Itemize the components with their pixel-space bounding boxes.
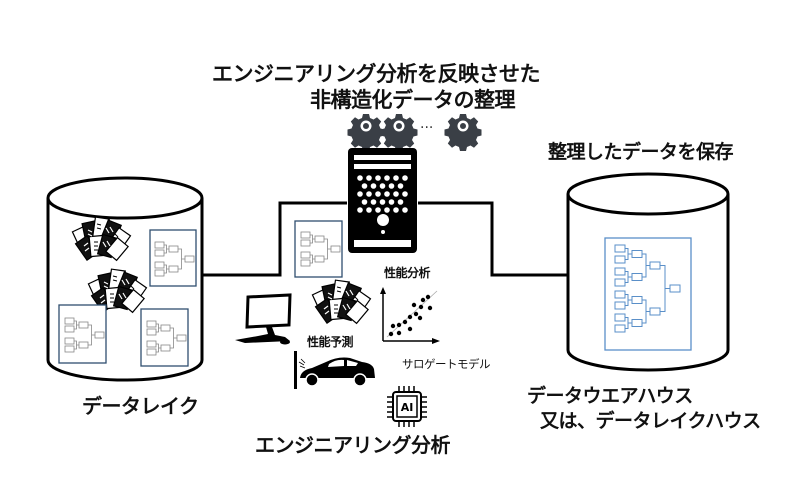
server-grille-dot — [366, 207, 372, 213]
scatter-plot-icon — [380, 287, 440, 344]
scatter-point — [425, 294, 431, 300]
gears-ellipsis: ··· — [420, 120, 433, 136]
warehouse-header: 整理したデータを保存 — [548, 141, 734, 163]
tree-node — [631, 273, 643, 281]
connector-lines — [201, 201, 568, 277]
server-grille-dot — [361, 183, 368, 189]
structured-doc-large-icon — [604, 237, 692, 351]
server-grille-dot — [357, 191, 363, 197]
scatter-point — [396, 322, 402, 328]
scatter-point — [420, 297, 426, 303]
server-icon — [348, 148, 417, 253]
scatter-point — [407, 326, 413, 332]
scatter-point — [411, 302, 417, 308]
scatter-point — [402, 319, 408, 325]
tree-node — [614, 244, 626, 253]
tree-node — [649, 261, 661, 270]
car-crash-icon — [294, 351, 375, 389]
engineering-analysis-cluster: AI — [235, 279, 440, 427]
gear-icon — [347, 114, 385, 151]
computer-icon — [235, 293, 292, 345]
server-grille-dot — [388, 183, 395, 189]
server-grille-dot — [384, 175, 390, 181]
tree-node — [614, 324, 626, 333]
ai-chip-icon: AI — [387, 386, 427, 427]
warehouse-label-line-1: データウエアハウス — [527, 385, 693, 407]
server-grille-dot — [379, 199, 386, 205]
ai-chip-label: AI — [401, 401, 414, 414]
tree-node — [631, 319, 643, 327]
structured-doc-icon — [149, 229, 197, 287]
server-grille-dot — [375, 191, 381, 197]
server-grille-dot — [402, 207, 408, 213]
tree-node — [614, 313, 626, 322]
gears-row: ··· — [347, 114, 482, 151]
warehouse-cylinder — [566, 172, 730, 372]
gear-icon — [380, 114, 418, 151]
connector-right — [418, 201, 568, 277]
tree-node — [669, 284, 681, 293]
tree-node — [614, 301, 626, 310]
unstructured-documents-icon — [311, 279, 372, 324]
server-grille-dot — [397, 199, 404, 205]
server-grille-dot — [370, 183, 377, 189]
scatter-point — [396, 330, 402, 336]
server-grille-dot — [388, 199, 395, 205]
tree-node — [631, 250, 643, 258]
tree-node — [614, 255, 626, 264]
server-grille-dot — [375, 175, 381, 181]
scatter-point — [418, 304, 424, 310]
server-grille-dot — [357, 207, 363, 213]
server-grille-dot — [366, 175, 372, 181]
server-grille-dot — [379, 183, 386, 189]
connector-left — [201, 201, 347, 277]
server-grille-dot — [393, 191, 399, 197]
server-grille-dot — [393, 207, 399, 213]
performance-prediction-label: 性能予測 — [307, 335, 354, 349]
server-grille-dot — [402, 191, 408, 197]
scatter-point — [413, 311, 419, 317]
performance-analysis-label: 性能分析 — [384, 266, 431, 280]
tree-node — [614, 278, 626, 287]
scatter-point — [388, 331, 394, 337]
tree-node — [649, 307, 661, 316]
structured-doc-icon — [294, 220, 343, 278]
surrogate-model-label: サロゲートモデル — [402, 357, 491, 371]
server-grille-dot — [384, 207, 390, 213]
structured-doc-icon — [140, 308, 189, 367]
structured-doc-icon — [58, 304, 107, 364]
server-grille-dot — [375, 207, 381, 213]
scatter-point — [427, 305, 433, 311]
tree-node — [631, 296, 643, 304]
warehouse-label-line-2: 又は、データレイクハウス — [540, 410, 761, 432]
tree-node — [614, 267, 626, 276]
data-lake-cylinder — [46, 176, 204, 382]
server-grille-dot — [357, 175, 363, 181]
server-grille-dot — [370, 199, 377, 205]
gear-icon — [444, 114, 482, 151]
scatter-point — [407, 314, 413, 320]
server-grille-dot — [366, 191, 372, 197]
scatter-point — [417, 315, 423, 321]
data-lake-label: データレイク — [82, 394, 199, 418]
title-line-1: エンジニアリング分析を反映させた — [212, 62, 541, 86]
scatter-point — [390, 323, 396, 329]
server-grille-dot — [384, 191, 390, 197]
server-grille-dot — [397, 183, 404, 189]
engineering-analysis-label: エンジニアリング分析 — [255, 433, 451, 457]
tree-node — [614, 290, 626, 299]
title-line-2: 非構造化データの整理 — [310, 88, 516, 112]
server-grille-dot — [393, 175, 399, 181]
server-grille-dot — [402, 175, 408, 181]
server-grille-dot — [361, 199, 368, 205]
